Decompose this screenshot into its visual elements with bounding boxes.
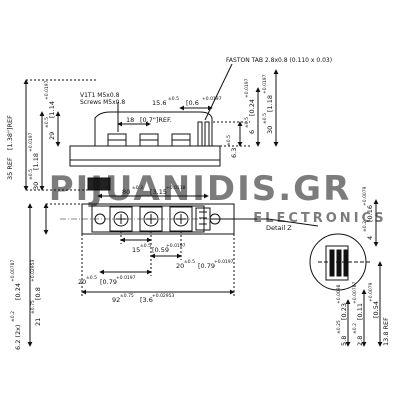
dim-18: 18: [126, 116, 134, 124]
dim-5-8: 5.8: [340, 336, 348, 346]
dim-0-54: [0.54: [372, 301, 380, 318]
dim-3-6: [3.6: [140, 296, 153, 304]
dim-1-18: [1.18: [32, 153, 40, 170]
dim-0-8: [0.8: [34, 287, 42, 300]
dim-0-79-left-tol: +0.0197: [116, 275, 136, 281]
terminal-screw: [171, 133, 191, 147]
detail-z: [309, 199, 383, 347]
dim-6-3: 6.3: [230, 148, 238, 158]
dim-0-16-tol: +0.0079: [362, 186, 368, 206]
dim-21: 21: [34, 318, 42, 326]
dim-0-24-b: [0.24: [14, 283, 22, 300]
side-view: [23, 63, 279, 199]
watermark-brand: PIJUANIDIS.GR: [49, 169, 352, 209]
dim-2-8-tol: ±0.2: [352, 323, 358, 334]
annotations: FASTON TAB 2.8x0.8 (0.110 x 0.03) V1T1 M…: [6, 57, 390, 350]
dim-1-14: [1.14: [48, 101, 56, 118]
dim-15-6-tol: ±0.5: [168, 96, 179, 102]
dim-0-24-b-tol: +0.00787: [10, 259, 16, 282]
dim-1-18-right: [1.18: [266, 95, 274, 112]
faston-tab: [197, 121, 203, 147]
side-view-housing: [94, 111, 213, 146]
dim-0-11-tol: +0.00787: [352, 281, 358, 304]
dim-13-8-ref: 13.8 REF: [382, 317, 390, 346]
label-faston-tab: FASTON TAB 2.8x0.8 (0.110 x 0.03): [226, 57, 332, 64]
top-view: [27, 203, 319, 347]
dim-80: 80: [122, 188, 130, 196]
dim-20-right: 20: [176, 262, 184, 270]
dim-6-3-tol: ±0.5: [226, 135, 232, 146]
dim-30-right-tol: ±0.5: [262, 113, 268, 124]
dim-92: 92: [112, 296, 120, 304]
faston-tab: [204, 121, 210, 147]
dim-5-8-tol: ±0.25: [336, 320, 342, 334]
watermark-sub: ELECTRONICS: [253, 211, 386, 226]
dim-21-tol: ±0.75: [30, 300, 36, 314]
dim-1-38-ref: [1.38"]REF: [6, 115, 14, 150]
dim-0-24: [0.24: [248, 99, 256, 116]
dim-3-15-tol: +0.0118: [166, 185, 186, 191]
dim-0-59-tol: +0.0197: [166, 243, 186, 249]
dim-15-tol: ±0.5: [140, 243, 151, 249]
dim-20-right-tol: ±0.5: [184, 259, 195, 265]
dim-0-79-left: [0.79: [100, 278, 117, 286]
dim-0-23: [0.23: [340, 303, 348, 320]
dim-20-left-tol: ±0.5: [86, 275, 97, 281]
dim-20-left: 20: [78, 278, 86, 286]
dim-3-15: [3.15: [150, 188, 167, 196]
terminal-screw: [139, 133, 159, 147]
side-view-base: [69, 145, 221, 167]
dim-2-8: 2.8: [356, 336, 364, 346]
dim-0-54-tol: +0.0079: [368, 282, 374, 302]
dim-0-79-right-tol: +0.0197: [214, 259, 234, 265]
dim-0-23-tol: +0.0098: [336, 284, 342, 304]
dim-0-8-tol: +0.02953: [30, 259, 36, 282]
dim-92-tol: ±0.75: [120, 293, 134, 299]
dim-3-6-tol: +0.02953: [152, 293, 175, 299]
dim-30-right: 30: [266, 126, 274, 134]
dim-1-14-tol: +0.0197: [44, 80, 50, 100]
dim-6-2-tol: ±0.2: [10, 311, 16, 322]
dim-15-6: 15.6: [152, 99, 166, 107]
dim-29-tol: ±0.5: [44, 117, 50, 128]
side-view-clamp: [87, 177, 111, 191]
dim-0-6-tol: +0.0197: [202, 96, 222, 102]
dim-6-2: 6.2 (2x): [14, 325, 22, 350]
dim-29: 29: [48, 132, 56, 140]
dim-35-ref: 35 REF: [6, 157, 14, 180]
dim-6-tol: ±0.5: [244, 117, 250, 128]
label-screws: Screws M5x0.8: [80, 99, 125, 106]
dim-0-11: [0.11: [356, 303, 364, 320]
dim-6: 6: [248, 130, 256, 134]
dim-1-18-right-tol: +0.0197: [262, 74, 268, 94]
dim-0-16: [0.16: [366, 205, 374, 222]
dim-30-tol: ±0.5: [28, 169, 34, 180]
dim-0-7-ref: [0.7"]REF.: [140, 116, 172, 124]
dim-80-tol: ±0.3: [132, 185, 143, 191]
dim-4-tol: ±0.2: [362, 221, 368, 232]
label-v1t1: V1T1 M5x0.8: [80, 92, 120, 99]
watermark: PIJUANIDIS.GR ELECTRONICS: [49, 169, 386, 226]
terminal-screw: [107, 133, 127, 147]
dim-0-59: [0.59: [152, 246, 169, 254]
dim-0-6: [0.6: [186, 99, 199, 107]
dim-15: 15: [132, 246, 140, 254]
dim-1-18-tol: +0.0197: [28, 132, 34, 152]
dim-4: 4: [366, 236, 374, 240]
label-detail-z: Detail Z: [266, 224, 292, 232]
dim-0-79-right: [0.79: [198, 262, 215, 270]
dim-30: 30: [32, 182, 40, 190]
dim-0-24-tol: +0.0197: [244, 78, 250, 98]
